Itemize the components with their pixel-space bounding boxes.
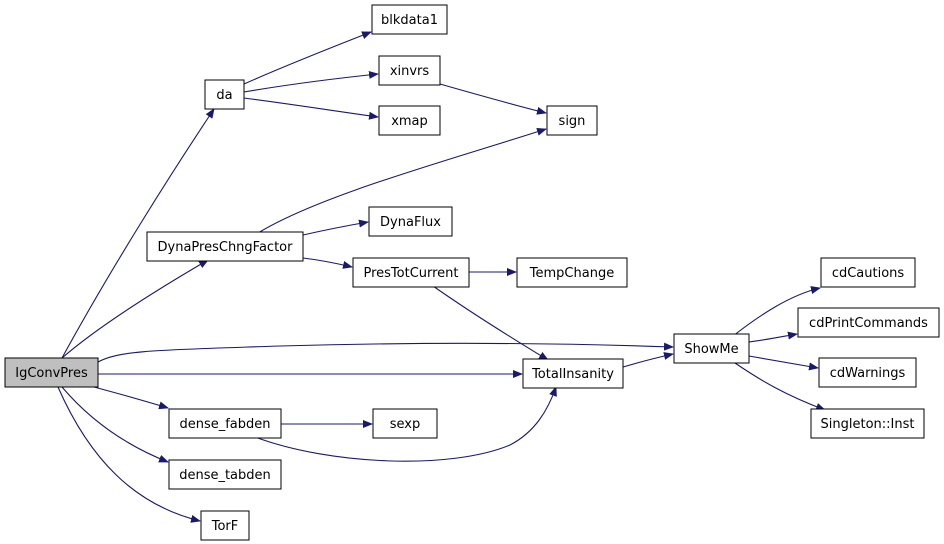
edge-showme-cdwarnings: [748, 355, 819, 371]
node-dense-fabden[interactable]: dense_fabden: [168, 408, 282, 439]
node-dense-tabden[interactable]: dense_tabden: [168, 459, 282, 490]
node-sexp-box: [372, 408, 438, 439]
node-totalinsanity-box: [522, 358, 624, 389]
node-dense-tabden-label: dense_tabden: [179, 468, 271, 483]
node-dense-tabden-box: [168, 459, 282, 490]
node-da-label: da: [216, 88, 232, 103]
node-tempchange-box: [516, 257, 628, 288]
edge-igconvpres-showme: [97, 342, 674, 363]
node-dynaprespchngfactor[interactable]: DynaPresChngFactor: [146, 231, 304, 262]
node-torf-box: [200, 510, 250, 541]
node-cdprintcommands[interactable]: cdPrintCommands: [797, 307, 940, 338]
node-cdwarnings-box: [818, 357, 917, 388]
node-xinvrs-box: [378, 55, 441, 86]
node-xinvrs[interactable]: xinvrs: [378, 55, 441, 86]
node-torf[interactable]: TorF: [200, 510, 250, 541]
node-igconvpres-box: [4, 357, 99, 388]
edge-showme-cdprintcommands: [748, 331, 798, 343]
edge-da-xmap: [243, 97, 379, 120]
node-tempchange-label: TempChange: [529, 266, 614, 281]
edge-showme-cdcautions: [732, 286, 821, 337]
node-dynaprespchngfactor-box: [146, 231, 304, 262]
node-sexp[interactable]: sexp: [372, 408, 438, 439]
node-blkdata1-box: [371, 4, 448, 35]
node-prestotcurrent[interactable]: PresTotCurrent: [352, 257, 470, 288]
node-xinvrs-label: xinvrs: [390, 64, 430, 79]
node-showme[interactable]: ShowMe: [673, 333, 750, 364]
node-totalinsanity-label: TotalInsanity: [531, 367, 614, 382]
edge-igconvpres-da: [61, 108, 215, 359]
node-blkdata1-label: blkdata1: [381, 13, 438, 28]
edge-xinvrs-sign: [439, 83, 547, 115]
edge-igconvpres-dense-tabden: [61, 386, 169, 463]
node-igconvpres[interactable]: IgConvPres: [4, 357, 99, 388]
node-totalinsanity[interactable]: TotalInsanity: [522, 358, 624, 389]
edge-dynaprespchngfactor-sign: [257, 127, 547, 234]
edge-da-xinvrs: [243, 70, 379, 93]
node-xmap-box: [378, 105, 441, 136]
node-dynaflux-box: [368, 206, 453, 237]
node-cdwarnings[interactable]: cdWarnings: [818, 357, 917, 388]
node-sign[interactable]: sign: [546, 105, 598, 136]
node-singleton-inst-box: [810, 408, 925, 439]
node-blkdata1[interactable]: blkdata1: [371, 4, 448, 35]
node-sexp-label: sexp: [390, 417, 421, 432]
node-dynaflux[interactable]: DynaFlux: [368, 206, 453, 237]
node-sign-label: sign: [559, 114, 586, 129]
node-prestotcurrent-box: [352, 257, 470, 288]
node-sign-box: [546, 105, 598, 136]
node-prestotcurrent-label: PresTotCurrent: [363, 266, 458, 281]
edge-showme-singleton-inst: [734, 362, 826, 411]
node-igconvpres-label: IgConvPres: [15, 366, 88, 381]
node-cdcautions-label: cdCautions: [832, 266, 905, 281]
node-dense-fabden-box: [168, 408, 282, 439]
node-da[interactable]: da: [204, 79, 245, 110]
node-cdcautions-box: [820, 257, 916, 288]
edge-dynaprespchngfactor-dynaflux: [302, 219, 369, 236]
node-cdwarnings-label: cdWarnings: [830, 366, 906, 381]
edge-da-blkdata1: [243, 31, 372, 85]
nodes: IgConvPres da blkdata1 xinvrs xmap sign …: [4, 4, 940, 541]
edge-igconvpres-torf: [57, 386, 201, 523]
edge-igconvpres-dense-fabden: [93, 386, 169, 410]
edge-dense-fabden-totalinsanity: [254, 386, 557, 462]
edges: [57, 31, 826, 523]
node-torf-label: TorF: [211, 519, 239, 534]
node-da-box: [204, 79, 245, 110]
node-xmap-label: xmap: [391, 114, 428, 129]
node-showme-box: [673, 333, 750, 364]
node-cdcautions[interactable]: cdCautions: [820, 257, 916, 288]
node-dynaflux-label: DynaFlux: [380, 215, 441, 230]
node-dense-fabden-label: dense_fabden: [179, 417, 270, 432]
edge-totalinsanity-showme: [622, 352, 674, 368]
node-singleton-inst[interactable]: Singleton::Inst: [810, 408, 925, 439]
node-dynaprespchngfactor-label: DynaPresChngFactor: [158, 240, 294, 255]
node-cdprintcommands-box: [797, 307, 940, 338]
edge-dynaprespchngfactor-prestotcurrent: [302, 257, 353, 269]
edge-prestotcurrent-totalinsanity: [432, 285, 549, 361]
node-showme-label: ShowMe: [684, 342, 738, 357]
node-singleton-inst-label: Singleton::Inst: [821, 417, 915, 432]
edge-igconvpres-dynaprespchngfactor: [61, 259, 209, 359]
node-tempchange[interactable]: TempChange: [516, 257, 628, 288]
node-cdprintcommands-label: cdPrintCommands: [809, 316, 928, 331]
node-xmap[interactable]: xmap: [378, 105, 441, 136]
